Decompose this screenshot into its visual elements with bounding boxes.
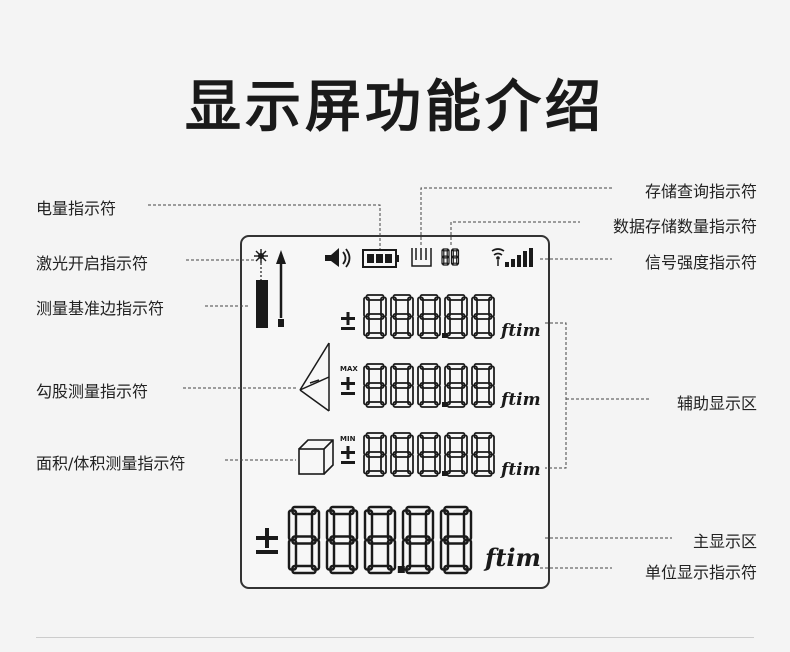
unit-text-row1: ftim	[500, 321, 541, 341]
main-digit-5	[439, 505, 473, 575]
storage-query-icon	[411, 248, 432, 267]
main-digit-2	[325, 505, 359, 575]
unit-text-main: ftim	[483, 543, 541, 572]
label-signal-indicator: 信号强度指示符	[644, 253, 757, 272]
pythagorean-icon	[299, 342, 330, 412]
leader-lines	[148, 187, 672, 569]
main-digit-1	[287, 505, 321, 575]
label-main-display-area: 主显示区	[692, 532, 757, 551]
aux-row3-digit-5	[471, 432, 495, 477]
leader-storage-query	[420, 187, 612, 245]
main-digit-3	[363, 505, 405, 575]
leader-aux-bracket	[545, 322, 567, 469]
signal-icon	[491, 248, 533, 267]
max-label: MAX	[340, 365, 358, 373]
aux-row1-digit-4	[444, 294, 468, 339]
plus-minus-icon-main	[256, 528, 278, 554]
reference-edge-icon	[276, 250, 286, 327]
battery-icon	[362, 249, 399, 268]
label-area-volume-indicator: 面积/体积测量指示符	[36, 454, 186, 473]
aux-row2-digit-3	[417, 363, 447, 408]
plus-minus-icon-row2	[341, 377, 355, 395]
aux-row1-digit-5	[471, 294, 495, 339]
aux-row1-digit-1	[363, 294, 387, 339]
aux-row2-digit-1	[363, 363, 387, 408]
label-battery-indicator: 电量指示符	[36, 199, 117, 218]
aux-row2-digit-5	[471, 363, 495, 408]
aux-row1-digit-2	[390, 294, 414, 339]
storage-count-digit-1	[441, 248, 450, 266]
label-storage-query-indicator: 存储查询指示符	[644, 182, 757, 201]
aux-row3-digit-4	[444, 432, 468, 477]
aux-row2-digit-2	[390, 363, 414, 408]
aux-row2-digit-4	[444, 363, 468, 408]
laser-icon	[254, 249, 268, 328]
unit-text-row2: ftim	[500, 390, 541, 410]
label-laser-indicator: 激光开启指示符	[36, 254, 149, 273]
label-pythagorean-indicator: 勾股测量指示符	[36, 382, 149, 401]
aux-row3-digit-2	[390, 432, 414, 477]
leader-battery	[148, 204, 381, 250]
plus-minus-icon-row3	[341, 446, 355, 464]
label-unit-indicator: 单位显示指示符	[644, 563, 757, 582]
speaker-icon	[325, 248, 351, 268]
main-digit-4	[401, 505, 435, 575]
unit-text-row3: ftim	[500, 460, 541, 480]
aux-row3-digit-1	[363, 432, 387, 477]
plus-minus-icon-row1	[341, 312, 355, 330]
page-title: 显示屏功能介绍	[185, 75, 605, 140]
storage-count-digit-2	[450, 248, 460, 266]
label-reference-edge-indicator: 测量基准边指示符	[36, 299, 165, 318]
aux-row3-digit-3	[417, 432, 447, 477]
cube-icon	[298, 439, 334, 475]
label-storage-count-indicator: 数据存储数量指示符	[612, 217, 757, 236]
min-label: MIN	[340, 435, 356, 443]
label-aux-display-area: 辅助显示区	[676, 394, 757, 413]
aux-row1-digit-3	[417, 294, 447, 339]
bottom-divider	[36, 637, 754, 638]
leader-storage-count	[450, 221, 580, 245]
